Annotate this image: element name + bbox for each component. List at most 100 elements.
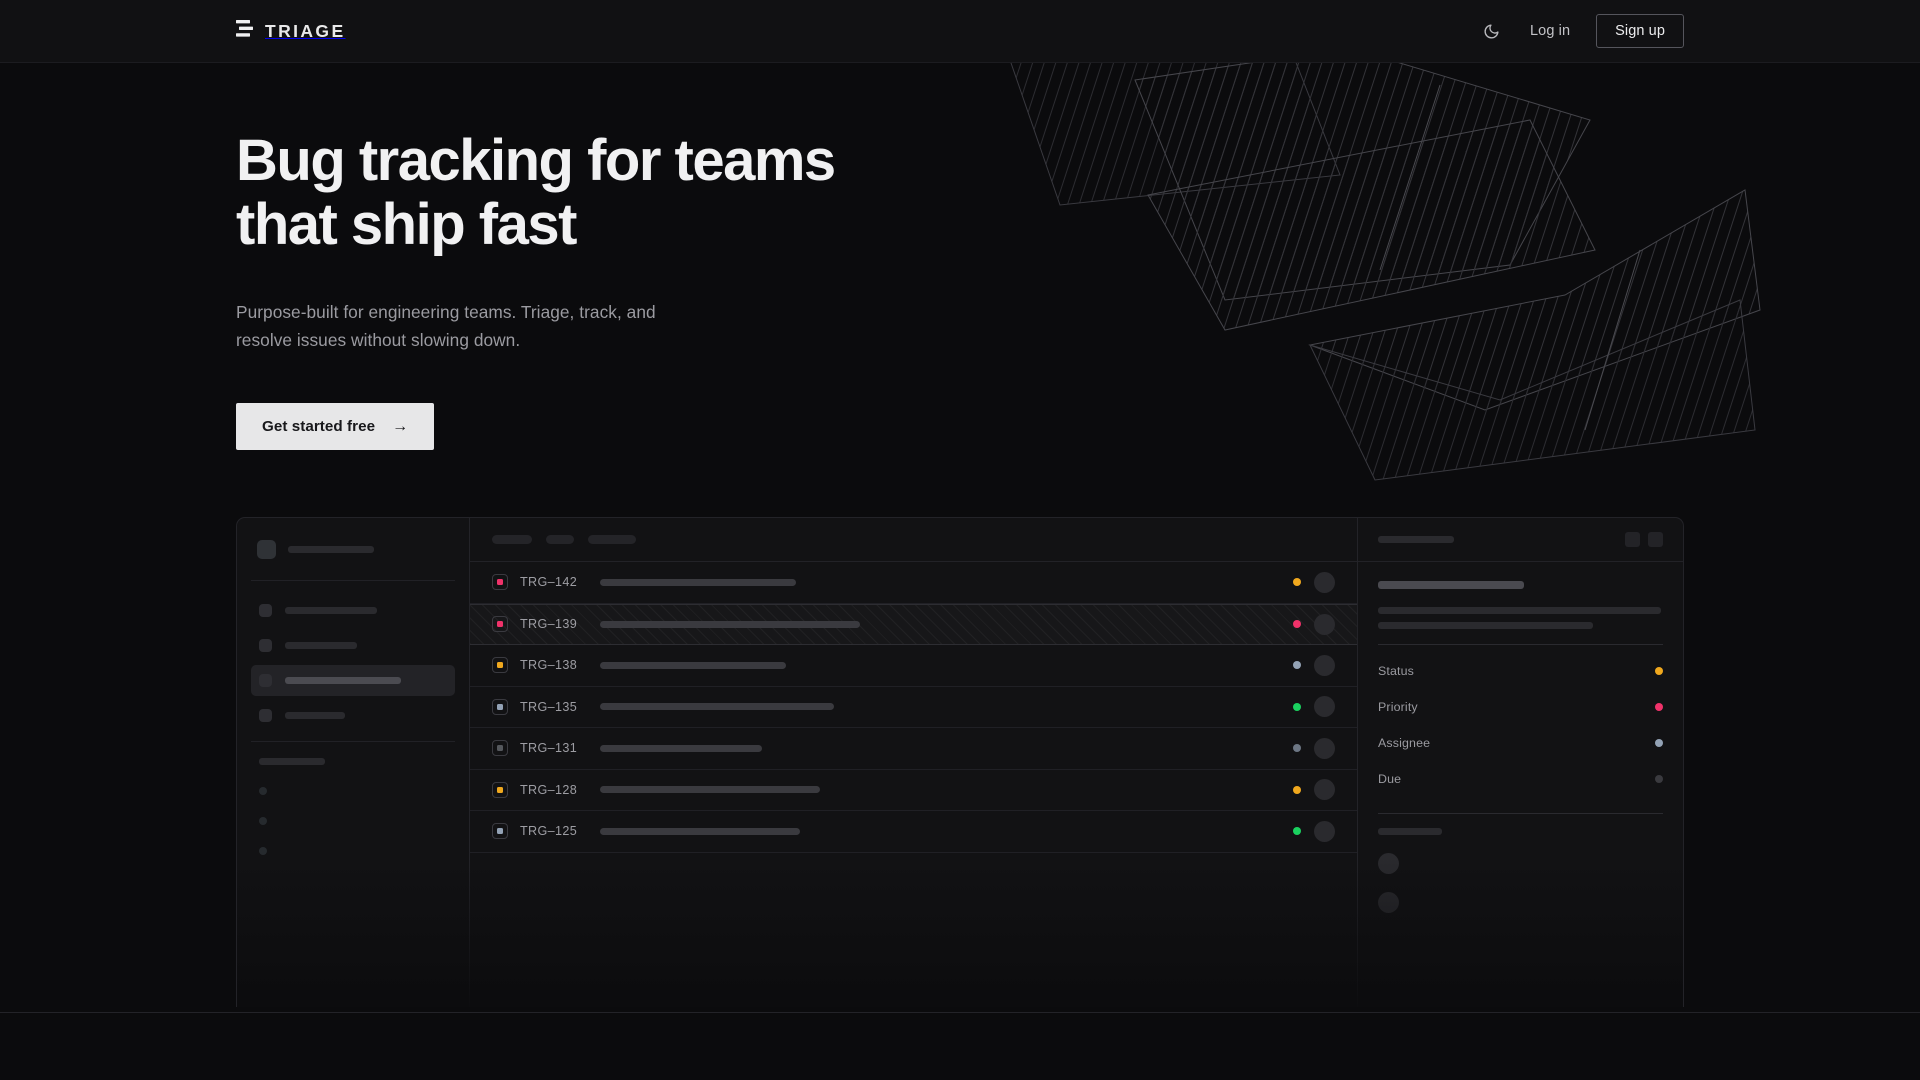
table-row[interactable]: TRG–125: [470, 811, 1357, 853]
table-row[interactable]: TRG–142: [470, 562, 1357, 604]
filter-chip[interactable]: [588, 535, 636, 545]
status-dot[interactable]: [1293, 827, 1301, 836]
sidebar-divider-top: [251, 580, 455, 582]
detail-footer-label: [1378, 828, 1442, 836]
priority-badge[interactable]: [492, 616, 508, 633]
avatar[interactable]: [1314, 613, 1335, 635]
issue-id: TRG–125: [520, 824, 578, 839]
avatar[interactable]: [1314, 820, 1335, 842]
issue-title-placeholder: [600, 703, 834, 711]
priority-badge[interactable]: [492, 781, 508, 798]
issue-id: TRG–138: [520, 658, 578, 673]
issue-id: TRG–131: [520, 741, 578, 756]
status-dot[interactable]: [1293, 744, 1301, 753]
avatar[interactable]: [1314, 696, 1335, 718]
login-link[interactable]: Log in: [1530, 23, 1571, 39]
hero-section: Bug tracking for teams that ship fast Pu…: [0, 63, 1920, 451]
detail-field[interactable]: Due: [1378, 761, 1663, 797]
avatar[interactable]: [1314, 571, 1335, 593]
priority-badge[interactable]: [492, 698, 508, 715]
preview-sidebar: [237, 518, 470, 1008]
detail-divider: [1378, 644, 1663, 646]
page-title: Bug tracking for teams that ship fast: [236, 129, 996, 256]
filter-chip[interactable]: [492, 535, 532, 545]
stacked-bars-logo-icon: [236, 19, 253, 43]
issue-id: TRG–139: [520, 617, 578, 632]
sidebar-item-1[interactable]: [251, 595, 455, 626]
issue-title-placeholder: [600, 661, 786, 669]
mini-list-item[interactable]: [259, 817, 267, 826]
table-row[interactable]: TRG–139: [470, 603, 1357, 646]
sidebar-item-label: [285, 712, 345, 720]
nav-item-icon: [259, 604, 272, 618]
status-dot[interactable]: [1293, 785, 1301, 794]
row-meta: [1293, 571, 1335, 593]
detail-field-label: Assignee: [1378, 736, 1431, 751]
moon-icon[interactable]: [1478, 18, 1504, 44]
workspace-switcher[interactable]: [237, 518, 469, 580]
detail-divider-bottom: [1378, 813, 1663, 815]
issue-title-placeholder: [600, 827, 800, 835]
top-navigation: TRIAGE Log in Sign up: [0, 0, 1920, 63]
table-row[interactable]: TRG–138: [470, 645, 1357, 687]
brand-name: TRIAGE: [265, 20, 346, 41]
status-dot[interactable]: [1293, 620, 1301, 629]
status-dot[interactable]: [1293, 702, 1301, 711]
table-row[interactable]: TRG–135: [470, 687, 1357, 729]
detail-header: [1358, 518, 1683, 563]
avatar[interactable]: [1314, 737, 1335, 759]
status-dot[interactable]: [1293, 661, 1301, 670]
comment-avatar[interactable]: [1378, 853, 1399, 875]
mini-list-item[interactable]: [259, 847, 267, 856]
avatar[interactable]: [1314, 654, 1335, 676]
detail-action-one-icon[interactable]: [1625, 532, 1640, 548]
sidebar-item-2[interactable]: [251, 630, 455, 661]
table-row[interactable]: TRG–128: [470, 770, 1357, 812]
filter-chip[interactable]: [546, 535, 574, 545]
row-meta: [1293, 654, 1335, 676]
detail-action-two-icon[interactable]: [1648, 532, 1663, 548]
nav-item-icon: [259, 639, 272, 653]
priority-badge[interactable]: [492, 740, 508, 757]
table-row[interactable]: TRG–131: [470, 728, 1357, 770]
sidebar-nav: [237, 581, 469, 741]
priority-badge[interactable]: [492, 823, 508, 840]
detail-field-label: Status: [1378, 664, 1415, 679]
headline-line-1: Bug tracking for teams: [236, 128, 836, 193]
issue-id: TRG–128: [520, 782, 578, 797]
comment-avatar[interactable]: [1378, 892, 1399, 914]
priority-badge[interactable]: [492, 657, 508, 674]
signup-button[interactable]: Sign up: [1596, 14, 1684, 48]
detail-header-title-placeholder: [1378, 536, 1454, 544]
brand-logo[interactable]: TRIAGE: [236, 19, 346, 43]
detail-field[interactable]: Priority: [1378, 689, 1663, 725]
get-started-label: Get started free: [262, 418, 376, 436]
issue-id: TRG–135: [520, 699, 578, 714]
detail-field-value-dot: [1655, 667, 1663, 676]
mini-list-item[interactable]: [259, 787, 267, 796]
sidebar-item-4[interactable]: [251, 700, 455, 731]
detail-field[interactable]: Status: [1378, 653, 1663, 689]
row-meta: [1293, 779, 1335, 801]
priority-badge[interactable]: [492, 574, 508, 591]
status-dot[interactable]: [1293, 578, 1301, 587]
sidebar-item-3-active[interactable]: [251, 665, 455, 697]
sidebar-item-label: [285, 642, 357, 650]
sidebar-section-label: [259, 758, 325, 766]
sidebar-item-label: [285, 677, 401, 685]
hero-subheadline: Purpose-built for engineering teams. Tri…: [236, 302, 656, 351]
issue-title-placeholder: [600, 786, 820, 794]
get-started-button[interactable]: Get started free →: [236, 403, 435, 451]
detail-title-placeholder: [1378, 581, 1524, 590]
workspace-name-placeholder: [288, 546, 374, 554]
row-meta: [1293, 820, 1335, 842]
avatar[interactable]: [1314, 779, 1335, 801]
detail-field[interactable]: Assignee: [1378, 725, 1663, 761]
row-meta: [1293, 696, 1335, 718]
